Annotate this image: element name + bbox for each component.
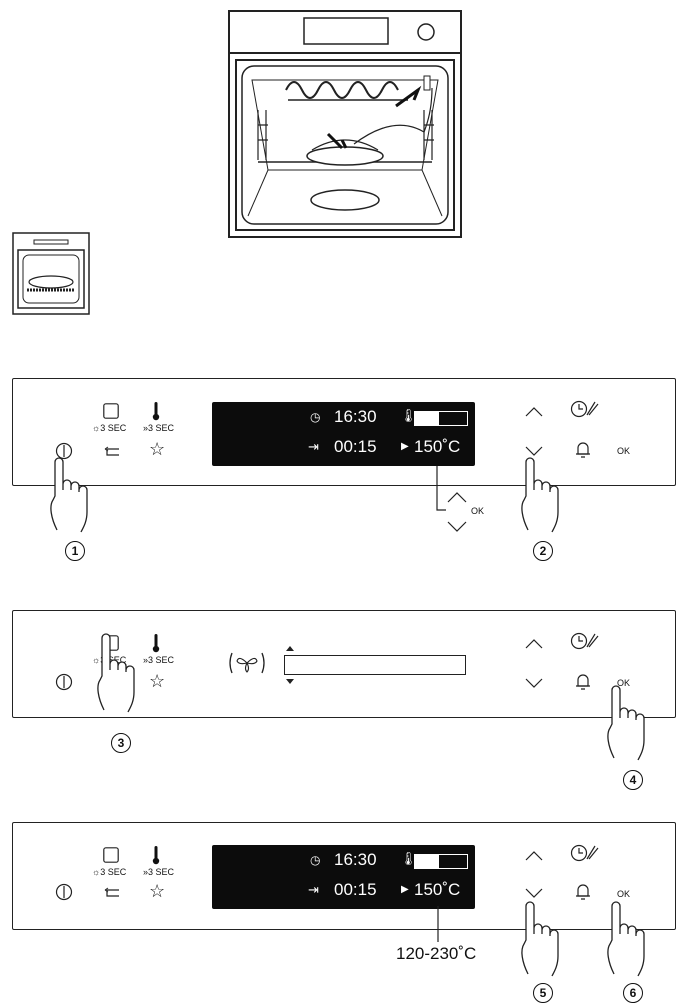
sec-label-b: 3 SEC [148,655,175,665]
display-screen: ◷ 16:30 🌡 ⇥ 00:15 ▶ 150˚C [212,845,475,909]
fast-heat-icon: » [143,867,149,877]
timer-icon[interactable] [570,843,600,863]
hand-icon [50,457,88,533]
function-field [284,655,466,675]
ok-button[interactable]: OK [617,889,631,899]
ok-button[interactable]: OK [617,678,631,688]
time-value: 16:30 [334,407,377,426]
control-panel-1: ☼3 SEC »3 SEC ☆ ◷ 16:30 🌡 ⇥ 00:15 ▶ 150˚… [12,378,676,486]
power-icon[interactable] [55,673,73,691]
duration-value: 00:15 [334,437,377,456]
bell-icon[interactable] [575,883,591,901]
favourite-icon[interactable]: ☆ [149,439,166,459]
callout-arrows [436,466,467,532]
display-screen: ◷ 16:30 🌡 ⇥ 00:15 ▶ 150˚C [212,402,475,466]
duration-value: 00:15 [334,880,377,899]
clock-icon: ◷ [310,410,321,424]
range-leader-line [437,906,439,942]
temperature-range-label: 120-230˚C [396,944,477,963]
light-icon: ☼ [92,867,101,877]
light-icon: ☼ [92,423,101,433]
back-icon[interactable] [104,887,120,898]
heat-bar [414,411,468,426]
temperature-value: 150˚C [414,437,461,456]
timer-icon[interactable] [570,631,600,651]
step-5-badge: 5 [533,983,553,1003]
sec-label-b: 3 SEC [148,423,175,433]
thermometer-icon[interactable] [152,845,160,865]
heat-bar-fill [415,412,439,425]
play-icon: ▶ [401,884,409,895]
sec-label-b: 3 SEC [148,867,175,877]
down-arrow-icon[interactable] [525,888,543,898]
sec-label-a: 3 SEC [100,423,127,433]
hand-icon [607,685,645,761]
bell-icon[interactable] [575,441,591,459]
step-3-badge: 3 [111,733,131,753]
light-button-icon[interactable] [103,847,119,863]
clock-icon: ◷ [310,853,321,867]
down-arrow-icon[interactable] [525,446,543,456]
fast-heat-icon: » [143,655,149,665]
temperature-value: 150˚C [414,880,461,899]
step-6-badge: 6 [623,983,643,1003]
control-panel-3: ☼3 SEC »3 SEC ☆ ◷ 16:30 🌡 ⇥ 00:15 ▶ 150˚… [12,822,676,930]
favourite-icon[interactable]: ☆ [149,671,166,691]
thermometer-display-icon: 🌡 [400,408,417,423]
up-arrow-icon[interactable] [525,639,543,649]
play-icon: ▶ [401,441,409,452]
heat-bar [414,854,468,869]
fan-icon [229,652,265,674]
up-arrow-icon[interactable] [525,851,543,861]
favourite-icon[interactable]: ☆ [149,881,166,901]
end-time-icon: ⇥ [308,882,319,897]
heat-bar-fill [415,855,439,868]
thermometer-icon[interactable] [152,401,160,421]
step-1-badge: 1 [65,541,85,561]
fast-heat-icon: » [143,423,149,433]
down-arrow-icon[interactable] [525,678,543,688]
callout-ok-label: OK [471,506,485,516]
end-time-icon: ⇥ [308,439,319,454]
hand-icon [521,457,559,533]
bell-icon[interactable] [575,673,591,691]
step-2-badge: 2 [533,541,553,561]
oven-illustration [228,10,462,238]
back-icon[interactable] [104,446,120,457]
power-icon[interactable] [55,442,73,460]
light-button-icon[interactable] [103,403,119,419]
step-4-badge: 4 [623,770,643,790]
power-icon[interactable] [55,883,73,901]
oven-thumbnail-icon [12,232,90,315]
hand-icon [97,633,135,713]
hand-icon [607,901,645,977]
thermometer-display-icon: 🌡 [400,851,417,866]
hand-icon [521,901,559,977]
thermometer-icon[interactable] [152,633,160,653]
light-icon: ☼ [92,655,101,665]
up-arrow-icon[interactable] [525,407,543,417]
timer-icon[interactable] [570,399,600,419]
sec-label-a: 3 SEC [100,867,127,877]
ok-button[interactable]: OK [617,446,631,456]
time-value: 16:30 [334,850,377,869]
